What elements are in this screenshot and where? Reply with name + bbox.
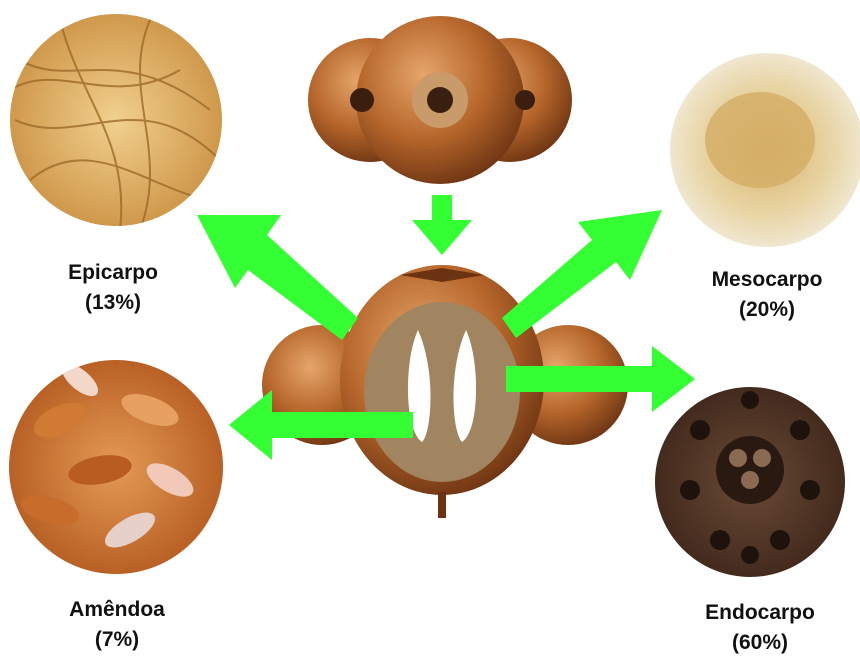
mesocarpo-image	[670, 53, 860, 247]
epicarpo-percent: (13%)	[48, 288, 178, 318]
arrow-to-mesocarpo	[502, 210, 662, 338]
amendoa-name: Amêndoa	[52, 595, 182, 625]
top-fruit-image	[308, 16, 572, 184]
label-mesocarpo: Mesocarpo (20%)	[697, 265, 837, 325]
amendoa-image	[9, 358, 223, 574]
arrow-to-epicarpo	[197, 215, 358, 340]
endocarpo-percent: (60%)	[690, 628, 830, 658]
epicarpo-name: Epicarpo	[48, 258, 178, 288]
mesocarpo-percent: (20%)	[697, 295, 837, 325]
label-epicarpo: Epicarpo (13%)	[48, 258, 178, 318]
amendoa-percent: (7%)	[52, 625, 182, 655]
endocarpo-name: Endocarpo	[690, 598, 830, 628]
mesocarpo-name: Mesocarpo	[697, 265, 837, 295]
arrow-down	[412, 195, 472, 255]
label-amendoa: Amêndoa (7%)	[52, 595, 182, 655]
label-endocarpo: Endocarpo (60%)	[690, 598, 830, 658]
endocarpo-image	[655, 387, 845, 577]
epicarpo-image	[10, 14, 222, 230]
